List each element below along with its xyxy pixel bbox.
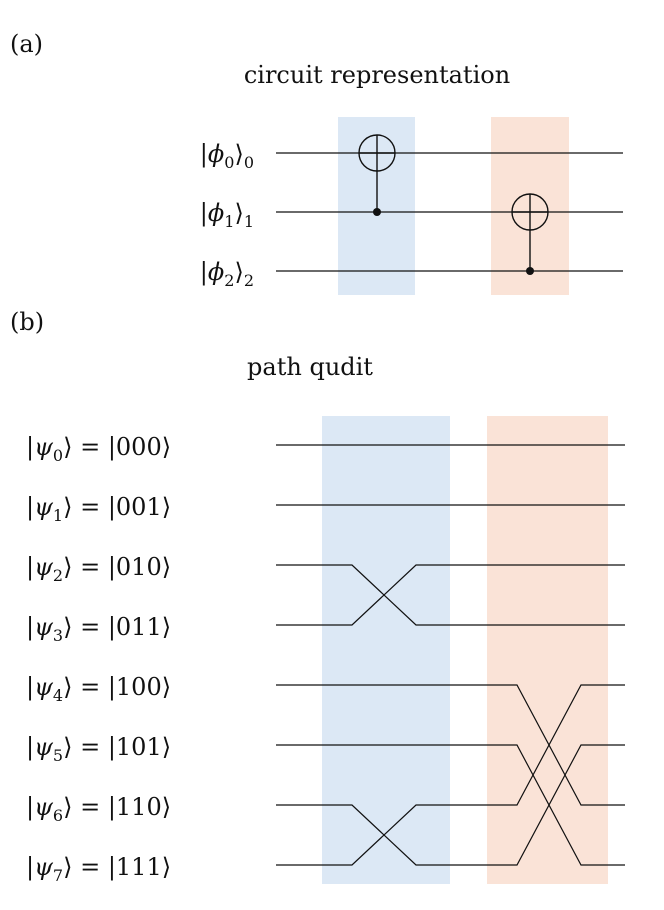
- ket-open: |ψ: [26, 613, 54, 642]
- path-mode-2: [276, 564, 625, 626]
- ket-open: |ψ: [26, 793, 54, 822]
- qubit-index-subscript: 0: [244, 153, 254, 172]
- state-subscript: 0: [53, 446, 63, 465]
- state-subscript: 1: [53, 506, 63, 525]
- ket-open: |ϕ: [200, 140, 224, 169]
- state-subscript: 3: [53, 626, 63, 645]
- state-subscript: 5: [53, 746, 63, 765]
- path-mode-7: [276, 684, 625, 866]
- path-state-7-label: |ψ7⟩ = |111⟩: [26, 853, 171, 885]
- cnot-gate-2: [511, 193, 549, 275]
- cnot-gate-1: [358, 134, 396, 216]
- ket-close: ⟩: [234, 258, 243, 286]
- path-state-5-label: |ψ5⟩ = |101⟩: [26, 733, 171, 765]
- ket-close: ⟩: [234, 199, 243, 227]
- path-state-2-label: |ψ2⟩ = |010⟩: [26, 553, 171, 585]
- state-subscript: 0: [224, 153, 234, 172]
- path-state-6-label: |ψ6⟩ = |110⟩: [26, 793, 171, 825]
- qubit-index-subscript: 1: [244, 212, 254, 231]
- path-state-0-label: |ψ0⟩ = |000⟩: [26, 433, 171, 465]
- ket-open: |ϕ: [200, 258, 224, 287]
- qubit-1-input-label: |ϕ1⟩1: [200, 199, 254, 231]
- basis-equality: ⟩ = |101⟩: [63, 733, 171, 762]
- ket-open: |ψ: [26, 853, 54, 882]
- panel-a-title: circuit representation: [244, 61, 510, 89]
- ket-open: |ψ: [26, 733, 54, 762]
- basis-equality: ⟩ = |010⟩: [63, 553, 171, 582]
- panel-b-label: (b): [10, 308, 44, 336]
- state-subscript: 7: [53, 866, 63, 885]
- basis-equality: ⟩ = |001⟩: [63, 493, 171, 522]
- ket-open: |ψ: [26, 433, 54, 462]
- path-mode-4: [276, 684, 625, 806]
- state-subscript: 6: [53, 806, 63, 825]
- state-subscript: 2: [224, 271, 234, 290]
- path-state-3-label: |ψ3⟩ = |011⟩: [26, 613, 171, 645]
- qubit-0-input-label: |ϕ0⟩0: [200, 140, 254, 172]
- ket-open: |ψ: [26, 553, 54, 582]
- basis-equality: ⟩ = |000⟩: [63, 433, 171, 462]
- path-mode-6: [276, 744, 625, 866]
- panel-b-title: path qudit: [247, 353, 373, 381]
- path-mode-3: [276, 564, 625, 626]
- qubit-index-subscript: 2: [244, 271, 254, 290]
- path-state-1-label: |ψ1⟩ = |001⟩: [26, 493, 171, 525]
- basis-equality: ⟩ = |011⟩: [63, 613, 171, 642]
- control-dot-icon: [526, 267, 534, 275]
- state-subscript: 2: [53, 566, 63, 585]
- ket-open: |ψ: [26, 493, 54, 522]
- permutation-1-highlight: [322, 416, 450, 884]
- permutation-2-highlight: [487, 416, 608, 884]
- qubit-2-input-label: |ϕ2⟩2: [200, 258, 254, 290]
- state-subscript: 1: [224, 212, 234, 231]
- path-mode-5: [276, 744, 625, 866]
- basis-equality: ⟩ = |110⟩: [63, 793, 171, 822]
- ket-close: ⟩: [234, 140, 243, 168]
- path-state-4-label: |ψ4⟩ = |100⟩: [26, 673, 171, 705]
- ket-open: |ϕ: [200, 199, 224, 228]
- basis-equality: ⟩ = |111⟩: [63, 853, 171, 882]
- basis-equality: ⟩ = |100⟩: [63, 673, 171, 702]
- panel-a-label: (a): [10, 30, 43, 58]
- state-subscript: 4: [53, 686, 63, 705]
- ket-open: |ψ: [26, 673, 54, 702]
- control-dot-icon: [373, 208, 381, 216]
